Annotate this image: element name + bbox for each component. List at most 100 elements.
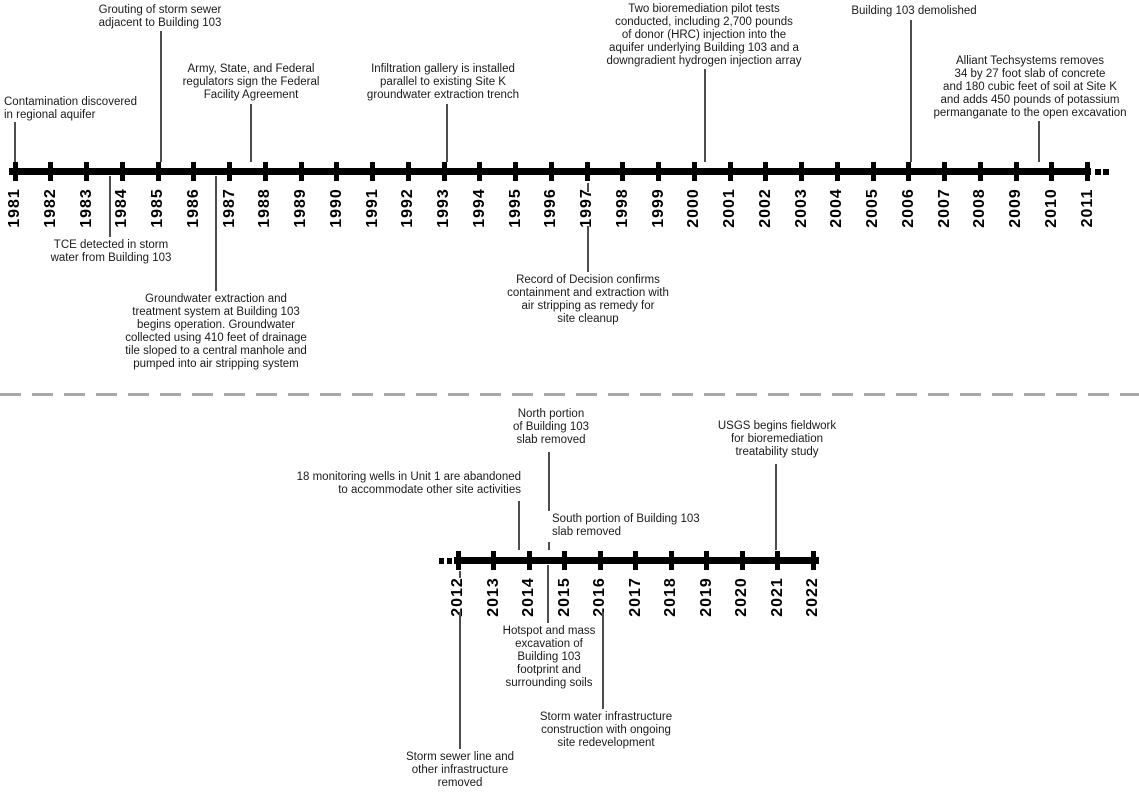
year-label-1994: 1994: [470, 188, 488, 228]
year-tick-1984: [119, 162, 125, 181]
year-label-2007: 2007: [935, 188, 953, 228]
year-label-1986: 1986: [184, 188, 202, 228]
year-label-2016: 2016: [591, 577, 608, 617]
year-tick-1985: [155, 162, 161, 181]
year-tick-2020: [739, 551, 745, 570]
event-leader-line: [1038, 121, 1040, 162]
event-leader-line: [587, 183, 589, 192]
year-tick-1990: [334, 162, 340, 181]
event-annotation: Record of Decision confirms containment …: [507, 274, 669, 325]
year-label-2001: 2001: [721, 188, 738, 228]
year-label-1988: 1988: [256, 188, 274, 228]
section-divider-dashed-line: [0, 393, 1139, 396]
year-tick-1991: [370, 162, 375, 181]
event-leader-line: [602, 612, 604, 709]
event-leader-line: [910, 20, 912, 162]
year-label-1985: 1985: [149, 188, 166, 228]
event-annotation: Hotspot and mass excavation of Building …: [502, 625, 596, 689]
event-leader-line: [160, 31, 162, 162]
year-tick-2007: [942, 162, 947, 181]
axis-continuation-dash: [447, 558, 452, 564]
year-tick-2022: [810, 551, 816, 570]
year-tick-1982: [48, 162, 54, 181]
event-leader-line: [459, 612, 461, 749]
event-annotation: Army, State, and Federal regulators sign…: [182, 63, 320, 101]
event-leader-line: [459, 571, 461, 578]
year-tick-2008: [977, 162, 983, 181]
year-label-2020: 2020: [733, 577, 750, 617]
year-tick-2010: [1049, 162, 1055, 181]
event-leader-line: [548, 452, 550, 511]
axis-continuation-dash: [439, 558, 444, 564]
year-label-2008: 2008: [971, 188, 989, 228]
year-tick-1981: [12, 162, 18, 181]
event-annotation: Building 103 demolished: [851, 5, 977, 17]
year-tick-1994: [477, 162, 483, 181]
event-annotation: Groundwater extraction and treatment sys…: [125, 293, 307, 370]
event-leader-line: [518, 501, 520, 550]
year-label-2000: 2000: [685, 188, 703, 228]
year-tick-2005: [870, 162, 876, 181]
year-tick-1997: [584, 162, 590, 181]
event-annotation: USGS begins fieldwork for bioremediation…: [717, 420, 837, 458]
year-label-2013: 2013: [484, 577, 502, 617]
event-leader-line: [14, 122, 16, 162]
year-label-1984: 1984: [113, 188, 131, 228]
event-leader-line: [704, 69, 706, 162]
year-label-2011: 2011: [1078, 188, 1096, 228]
year-label-2019: 2019: [697, 577, 715, 617]
year-label-2014: 2014: [520, 577, 537, 617]
year-label-2021: 2021: [768, 577, 786, 617]
year-tick-2002: [763, 162, 769, 181]
year-label-1991: 1991: [363, 188, 381, 228]
year-label-1982: 1982: [41, 188, 59, 228]
year-tick-2017: [633, 551, 638, 570]
year-label-2004: 2004: [828, 188, 846, 228]
year-label-1987: 1987: [220, 188, 238, 228]
year-label-1995: 1995: [506, 188, 524, 228]
year-label-1993: 1993: [435, 188, 452, 228]
year-label-1999: 1999: [649, 188, 667, 228]
event-annotation: 18 monitoring wells in Unit 1 are abando…: [296, 471, 521, 496]
event-leader-line: [548, 542, 550, 550]
event-annotation: South portion of Building 103 slab remov…: [552, 513, 700, 538]
year-tick-2000: [691, 162, 697, 181]
event-annotation: North portion of Building 103 slab remov…: [512, 408, 590, 446]
year-tick-1996: [548, 162, 554, 181]
year-tick-1992: [405, 162, 411, 181]
year-tick-1983: [84, 162, 89, 181]
axis-continuation-dash: [1095, 169, 1101, 175]
year-label-2015: 2015: [555, 577, 573, 617]
year-label-1989: 1989: [292, 188, 309, 228]
year-tick-1986: [191, 162, 197, 181]
year-tick-2004: [834, 162, 840, 181]
year-tick-2021: [775, 551, 780, 570]
year-tick-2012: [455, 551, 461, 570]
year-label-1996: 1996: [542, 188, 560, 228]
year-tick-2003: [799, 162, 804, 181]
year-tick-2006: [906, 162, 912, 181]
event-annotation: Infiltration gallery is installed parall…: [366, 63, 520, 101]
year-tick-1999: [656, 162, 661, 181]
year-tick-2013: [491, 551, 496, 570]
year-tick-2014: [526, 551, 532, 570]
year-label-2010: 2010: [1042, 188, 1060, 228]
year-label-2022: 2022: [804, 577, 821, 617]
event-leader-line: [109, 176, 111, 237]
event-leader-line: [250, 104, 252, 162]
year-tick-2016: [597, 551, 603, 570]
year-label-2012: 2012: [449, 577, 466, 617]
event-annotation: Alliant Techsystems removes 34 by 27 foo…: [933, 55, 1127, 119]
year-label-2018: 2018: [662, 577, 679, 617]
event-annotation: Storm sewer line and other infrastructur…: [405, 751, 515, 789]
year-label-2009: 2009: [1007, 188, 1024, 228]
axis-continuation-dash: [1103, 169, 1109, 175]
year-tick-1993: [441, 162, 447, 181]
event-leader-line: [547, 565, 549, 623]
event-annotation: Storm water infrastructure construction …: [539, 711, 673, 749]
year-tick-2018: [668, 551, 674, 570]
year-tick-1987: [227, 162, 232, 181]
year-label-1981: 1981: [6, 188, 23, 228]
year-tick-2009: [1013, 162, 1019, 181]
